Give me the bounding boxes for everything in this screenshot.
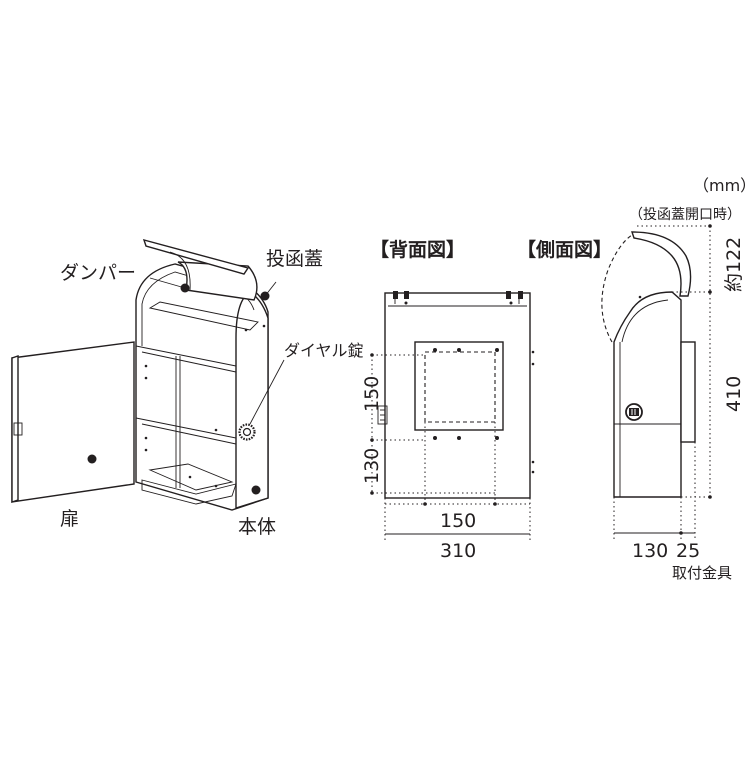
damper-label: ダンパー	[60, 262, 136, 284]
back-view: 【背面図】	[361, 238, 535, 562]
back-view-title: 【背面図】	[370, 238, 465, 261]
back-lock-knob-icon	[377, 405, 388, 425]
mounting-plate	[414, 341, 504, 431]
back-dim-height-upper: 150	[361, 376, 383, 412]
door-hinge-icon	[13, 422, 23, 436]
damper-lid	[142, 238, 258, 301]
side-dim-body-depth: 130	[632, 540, 668, 562]
mailbox-body	[135, 263, 269, 511]
units-label: （mm）	[693, 176, 753, 195]
side-dim-body-height: 410	[723, 376, 745, 412]
dial-lock-label: ダイヤル錠	[284, 341, 364, 360]
back-dim-width-inner: 150	[440, 510, 476, 532]
side-view-title: 【側面図】	[517, 238, 612, 261]
side-view: 【側面図】 （mm） （投函蓋開口時） 約122 410	[517, 176, 753, 582]
door-marker	[87, 454, 97, 464]
back-dim-height-lower: 130	[361, 448, 383, 484]
back-dim-width-total: 310	[440, 540, 476, 562]
side-dim-bracket-depth: 25	[676, 540, 700, 562]
side-dim-lid: 約122	[723, 237, 745, 292]
back-body-outline	[384, 292, 531, 499]
perspective-view: ダンパー 投函蓋 ダイヤル錠 扉 本体	[11, 238, 364, 538]
open-door	[11, 341, 135, 503]
lid-open-note: （投函蓋開口時）	[629, 207, 741, 223]
side-bracket	[680, 341, 696, 443]
body-label: 本体	[238, 516, 276, 538]
body-marker	[251, 485, 261, 495]
door-label: 扉	[60, 508, 79, 530]
lid-label: 投函蓋	[266, 248, 323, 270]
side-dial-lock-icon	[625, 403, 643, 421]
bracket-label: 取付金具	[672, 564, 732, 582]
dial-lock-icon	[238, 423, 256, 441]
